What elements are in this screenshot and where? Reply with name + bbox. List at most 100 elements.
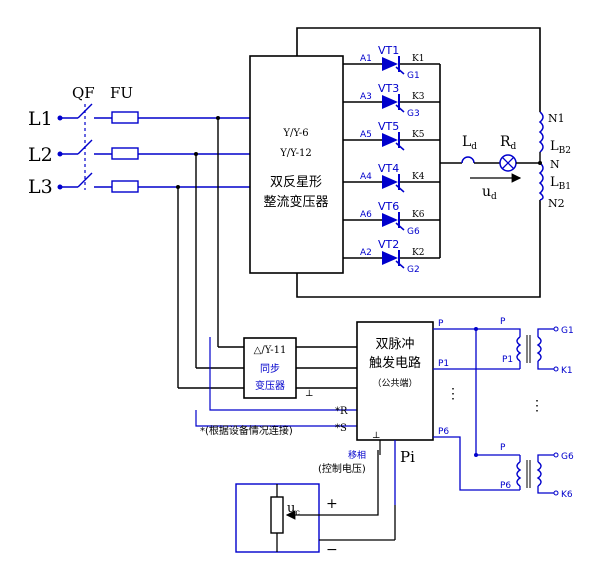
lb1-coil-icon	[538, 162, 544, 201]
lb1-label: LB1	[550, 175, 571, 192]
label-l1: L1	[28, 108, 53, 130]
out-p6: P6	[438, 427, 449, 437]
anode-label: A5	[360, 130, 372, 140]
sync-taps	[176, 116, 220, 388]
anode-label: A4	[360, 172, 372, 182]
phase-inputs: L1 L2 L3 QF FU	[28, 84, 250, 388]
pt-top-k: K1	[561, 366, 573, 376]
lb2-label: LB2	[550, 139, 571, 156]
trigger-line1: 双脉冲	[375, 337, 414, 352]
transformer-line1: Y/Y-6	[282, 128, 308, 139]
load-inductor-icon	[461, 156, 475, 164]
phase-shift-label: 移相	[348, 449, 366, 461]
trigger-circuit: 双脉冲 触发电路 （公共端） ⊥ P P1 P6 ⋮ Pi 移相 (控制电压)	[318, 319, 520, 505]
trigger-line3: （公共端）	[372, 377, 417, 389]
frame-wires	[296, 27, 541, 298]
thyristor-name: VT6	[378, 200, 399, 213]
control-voltage-label: (控制电压)	[318, 462, 366, 475]
trigger-line2: 触发电路	[369, 355, 421, 371]
transformer-line2: Y/Y-12	[279, 148, 312, 159]
s-label: *S	[335, 423, 347, 434]
thyristor-icon	[382, 133, 398, 147]
lb2-coil-icon	[538, 111, 544, 153]
thyristor-name: VT4	[378, 162, 399, 175]
anode-label: A6	[360, 210, 372, 220]
pt-bot-secondary-icon	[536, 461, 542, 487]
minus-sign: −	[326, 542, 338, 558]
anode-label: A2	[360, 248, 372, 258]
out-dots: ⋮	[446, 386, 460, 402]
cathode-label: K2	[412, 248, 424, 258]
load: Ld Rd ud	[461, 134, 540, 202]
gate-label: G3	[407, 109, 420, 119]
uc-label: uc	[287, 501, 300, 517]
pt-top-p1: P1	[502, 355, 513, 365]
balance-reactor: N1 LB2 N LB1 N2	[538, 111, 571, 210]
pt-top-g: G1	[561, 326, 574, 336]
wire-l1	[60, 103, 250, 124]
sync-line3: 变压器	[255, 379, 285, 392]
anode-label: A3	[360, 92, 372, 102]
gate-label: G2	[407, 265, 420, 275]
potentiometer-icon	[270, 496, 284, 534]
pt-bot-g: G6	[561, 452, 574, 462]
thyristor-icon	[382, 175, 398, 189]
plus-sign: +	[326, 496, 338, 512]
cathode-label: K5	[412, 130, 425, 140]
sync-transformer: △/Y-11 同步 变压器 ⊥	[178, 337, 357, 399]
thyristor-name: VT3	[378, 82, 399, 95]
pt-bot-primary-icon	[516, 461, 522, 487]
thyristor-icon	[382, 213, 398, 227]
thyristor-name: VT5	[378, 120, 399, 133]
pt-bot-p6: P6	[500, 481, 511, 491]
thyristor-icon	[382, 251, 398, 265]
cathode-label: K1	[412, 54, 424, 64]
pt-bot-p: P	[500, 443, 506, 453]
n1-label: N1	[548, 112, 565, 125]
pt-top-secondary-icon	[536, 336, 542, 362]
pt-bot-k: K6	[561, 490, 573, 500]
thyristor-icon	[382, 95, 398, 109]
out-p1: P1	[438, 359, 449, 369]
pulse-transformers: P P1 G1 K1 ⋮ P P6 G6 K6	[476, 317, 574, 500]
pi-label: Pi	[400, 448, 415, 466]
label-l2: L2	[28, 144, 53, 166]
pt-dots: ⋮	[530, 398, 544, 414]
rectifier-transformer: Y/Y-6 Y/Y-12 双反星形 整流变压器	[249, 55, 344, 274]
out-p: P	[438, 319, 444, 329]
pt-top-primary-icon	[516, 336, 522, 362]
thyristor-name: VT2	[378, 238, 399, 251]
rs-links	[195, 337, 357, 427]
control-source: uc + −	[235, 450, 396, 558]
sync-ground: ⊥	[305, 389, 313, 399]
cathode-label: K3	[412, 92, 425, 102]
transformer-line4: 整流变压器	[263, 194, 328, 210]
rd-label: Rd	[500, 134, 517, 152]
trigger-ground: ⊥	[372, 431, 380, 441]
sync-line2: 同步	[260, 363, 280, 375]
n2-label: N2	[548, 197, 565, 210]
pt-top-p: P	[500, 317, 506, 327]
wire-l2	[60, 139, 250, 160]
ud-label: ud	[482, 184, 497, 202]
label-l3: L3	[28, 176, 53, 198]
r-label: *R	[335, 406, 348, 417]
wire-l3	[60, 172, 250, 193]
thyristor-icon	[382, 57, 398, 71]
gate-label: G1	[407, 71, 420, 81]
ld-label: Ld	[462, 134, 477, 152]
label-qf: QF	[72, 84, 95, 102]
note-label: *(根据设备情况连接)	[200, 424, 293, 437]
sync-line1: △/Y-11	[254, 345, 287, 356]
cathode-label: K6	[412, 210, 425, 220]
thyristor-name: VT1	[378, 44, 399, 57]
